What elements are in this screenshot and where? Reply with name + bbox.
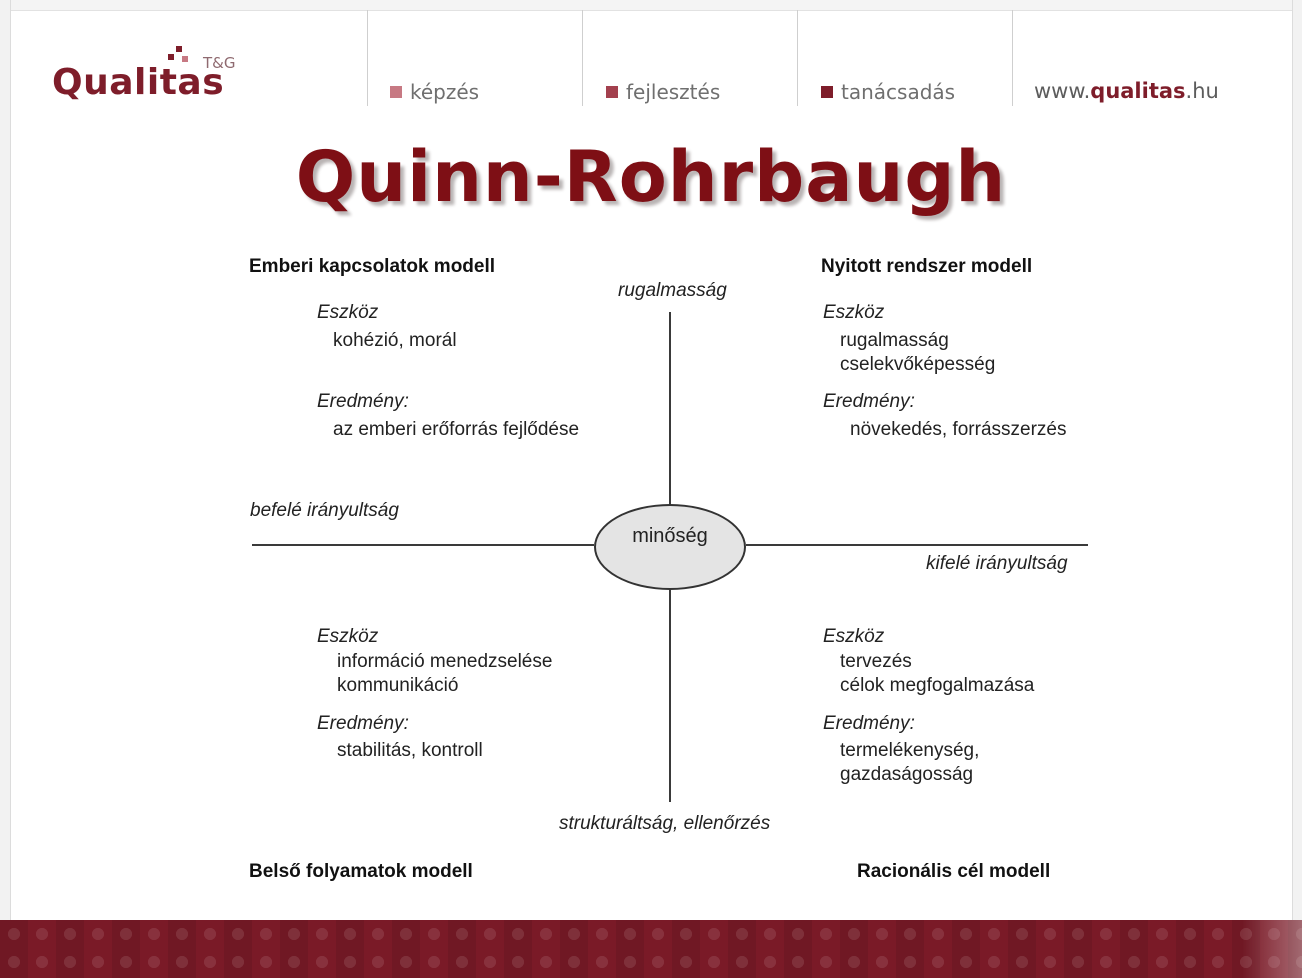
tool-value: tervezés [840,651,912,672]
website-suffix: .hu [1185,79,1219,103]
frame-right [1292,0,1302,978]
website-prefix: www. [1034,79,1091,103]
quadrant-title-top-left: Emberi kapcsolatok modell [249,256,496,277]
footer-edge [1242,920,1302,978]
nav-item-fejlesztes[interactable]: fejlesztés [606,80,720,104]
nav-label: fejlesztés [626,80,721,104]
quadrant-title-bottom-left: Belső folyamatok modell [249,861,473,882]
qualitas-logo: Qualitas T&G [52,46,252,110]
frame-left [0,0,11,978]
result-label: Eredmény: [823,713,915,734]
tool-label: Eszköz [317,302,379,323]
axis-label-left: befelé irányultság [250,500,399,521]
axis-label-bottom: strukturáltság, ellenőrzés [559,813,771,834]
header-divider [582,10,583,106]
header-divider [367,10,368,106]
logo-dot [176,46,182,52]
result-value: termelékenység, [840,740,980,761]
tool-value: kommunikáció [337,675,459,696]
quadrant-title-bottom-right: Racionális cél modell [857,861,1051,882]
square-bullet-icon [606,86,618,98]
tool-value: célok megfogalmazása [840,675,1035,696]
footer-band [0,920,1302,978]
logo-dot [182,56,188,62]
vertical-axis-top [669,312,671,505]
nav-item-tanacsadas[interactable]: tanácsadás [821,80,955,104]
logo-dot [168,54,174,60]
center-label: minőség [632,525,708,547]
tool-value: cselekvőképesség [840,354,996,375]
logo-brand: Qualitas [52,62,225,103]
nav-item-kepzes[interactable]: képzés [390,80,479,104]
header-divider [797,10,798,106]
nav-label: tanácsadás [841,80,956,104]
tool-label: Eszköz [823,626,885,647]
vertical-axis-bottom [669,590,671,802]
result-value: gazdaságosság [840,764,974,785]
horizontal-axis-right [746,544,1088,546]
result-label: Eredmény: [823,391,915,412]
frame-top [0,0,1302,11]
tool-value: információ menedzselése [337,651,553,672]
axis-label-right: kifelé irányultság [926,553,1068,574]
tool-value: kohézió, morál [333,330,457,351]
nav-label: képzés [410,80,480,104]
website-domain: qualitas [1090,79,1186,103]
tool-value: rugalmasság [840,330,949,351]
horizontal-axis-left [252,544,594,546]
website-link[interactable]: www.qualitas.hu [1034,79,1219,103]
result-value: stabilitás, kontroll [337,740,483,761]
square-bullet-icon [821,86,833,98]
logo-sub: T&G [203,54,236,72]
slide-title: Quinn-Rohrbaugh [295,136,1007,218]
center-ellipse [594,504,746,590]
result-label: Eredmény: [317,713,409,734]
result-value: növekedés, forrásszerzés [850,419,1067,440]
tool-label: Eszköz [317,626,379,647]
quadrant-title-top-right: Nyitott rendszer modell [821,256,1033,277]
result-value: az emberi erőforrás fejlődése [333,419,580,440]
axis-label-top: rugalmasság [618,280,727,301]
header-divider [1012,10,1013,106]
result-label: Eredmény: [317,391,409,412]
square-bullet-icon [390,86,402,98]
tool-label: Eszköz [823,302,885,323]
